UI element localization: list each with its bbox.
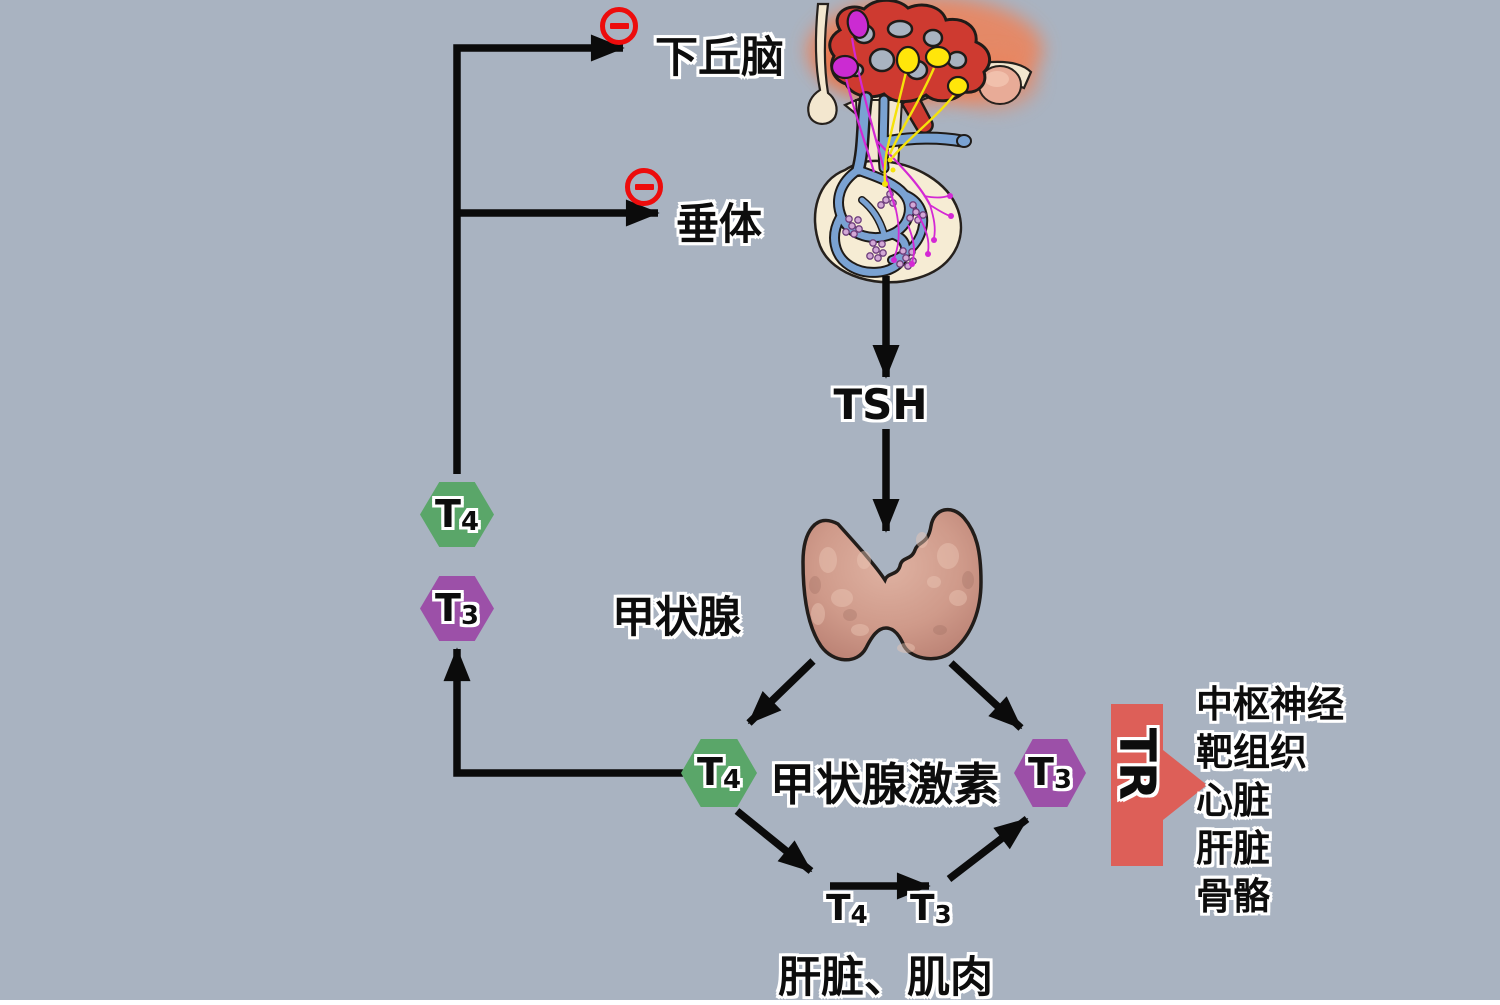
tr-label: TR bbox=[1108, 727, 1166, 801]
conversion-t4-label: T4 bbox=[826, 888, 868, 929]
hormone-t3-label: T3 bbox=[1028, 750, 1072, 795]
t-base: T bbox=[435, 585, 461, 630]
t4-to-conversion-arrow bbox=[734, 808, 814, 874]
t-sub: 3 bbox=[1053, 765, 1072, 796]
t-base: T bbox=[697, 750, 723, 795]
liver-muscle-label: 肝脏、肌肉 bbox=[778, 953, 993, 1003]
pituitary-label: 垂体 bbox=[676, 200, 762, 250]
hypothalamus-label: 下丘脑 bbox=[655, 33, 784, 83]
thyroid-label: 甲状腺 bbox=[612, 593, 741, 643]
minus-circle-icon bbox=[600, 7, 638, 45]
tr-target-heart: 心脏 bbox=[1196, 779, 1270, 822]
minus-circle-icon bbox=[625, 168, 663, 206]
t-base: T bbox=[910, 888, 935, 929]
thyroid-gland-illustration bbox=[801, 507, 983, 662]
t-base: T bbox=[826, 888, 851, 929]
tr-target-liver: 肝脏 bbox=[1196, 827, 1270, 870]
t-sub: 3 bbox=[460, 601, 479, 632]
conversion-to-t3-arrow bbox=[946, 816, 1030, 882]
magenta-neuron-body bbox=[846, 9, 870, 39]
yellow-neuron-body bbox=[895, 45, 921, 75]
hypothalamus-pituitary-illustration bbox=[807, 0, 1043, 284]
thyroid-hormone-label: 甲状腺激素 bbox=[770, 758, 1001, 811]
t-sub: 4 bbox=[460, 507, 479, 538]
feedback-t4-label: T4 bbox=[435, 492, 479, 537]
yellow-neuron-axons bbox=[883, 67, 955, 183]
hormone-t4-label: T4 bbox=[697, 750, 741, 795]
minus-bar bbox=[634, 184, 654, 190]
tr-receptor-arrow bbox=[1111, 704, 1207, 866]
tr-target-tissue: 靶组织 bbox=[1196, 731, 1307, 774]
feedback-t3-label: T3 bbox=[435, 586, 479, 631]
conversion-t3-label: T3 bbox=[910, 888, 952, 929]
t-sub: 4 bbox=[722, 765, 741, 796]
feedback-to-hypothalamus-arrow bbox=[453, 34, 625, 474]
t-sub: 3 bbox=[934, 899, 952, 929]
flow-arrows bbox=[443, 34, 1030, 900]
thyroid-to-t3-arrow bbox=[948, 660, 1024, 731]
tr-target-cns: 中枢神经 bbox=[1196, 683, 1344, 726]
tsh-label: TSH bbox=[833, 380, 928, 429]
t-sub: 4 bbox=[850, 899, 868, 929]
thyroid-to-t4-arrow bbox=[746, 658, 816, 726]
t-base: T bbox=[1028, 750, 1054, 795]
tr-target-bone: 骨骼 bbox=[1196, 875, 1270, 918]
t-base: T bbox=[435, 491, 461, 536]
minus-bar bbox=[609, 23, 629, 29]
t4-feedback-return-arrow bbox=[443, 647, 683, 777]
